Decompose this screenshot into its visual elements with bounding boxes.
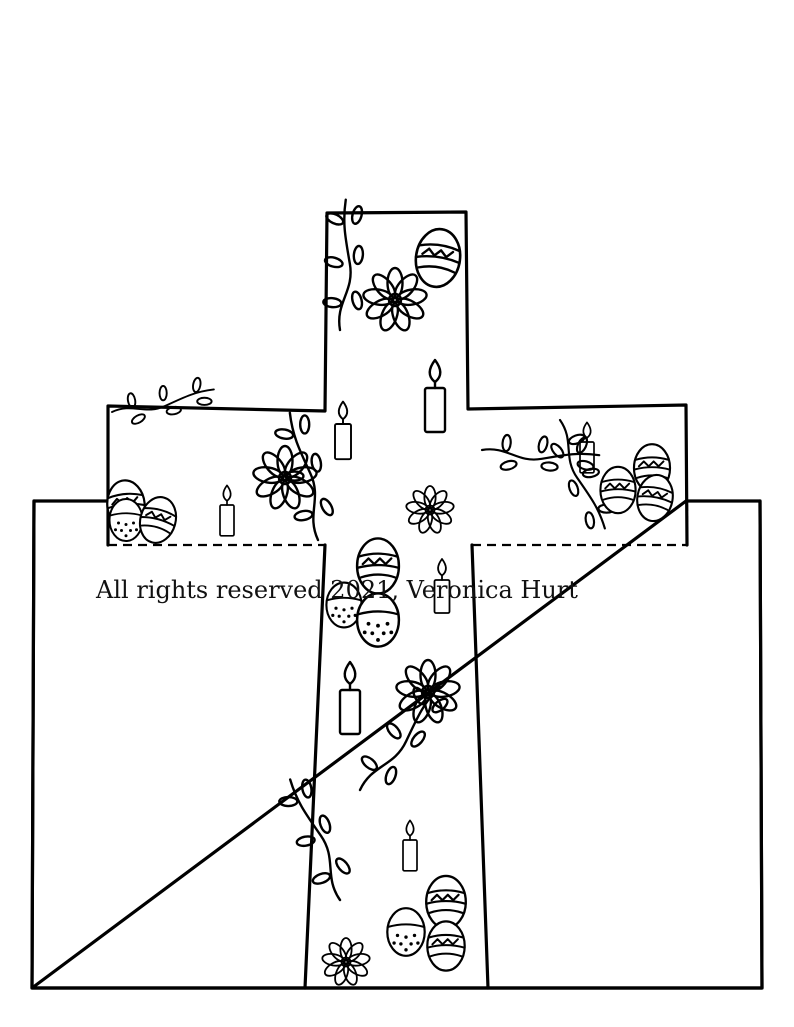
cross-trunk [303,543,490,990]
cross-decorations [104,190,678,988]
cross-outline [106,210,689,547]
